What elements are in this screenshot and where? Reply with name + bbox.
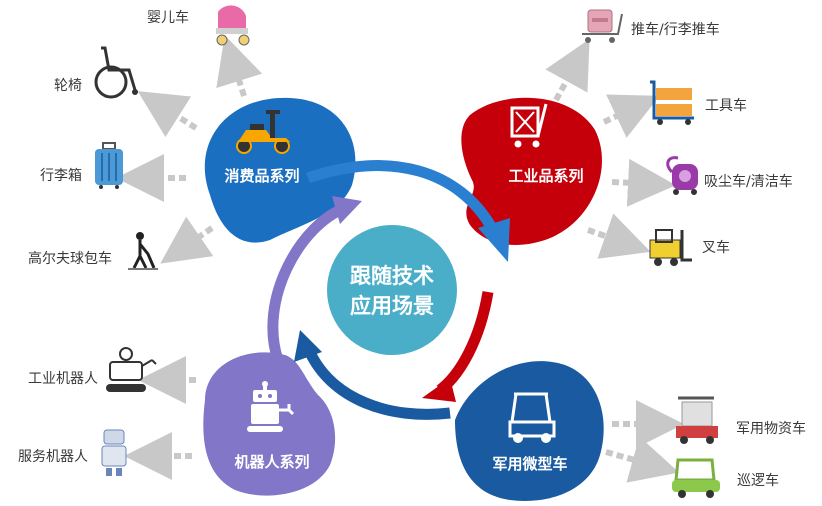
item-service-robot: 服务机器人 xyxy=(18,429,127,476)
forklift-icon xyxy=(649,229,692,266)
category-robot: 机器人系列 xyxy=(203,352,336,496)
item-industrial-robot: 工业机器人 xyxy=(28,347,157,392)
item-vacuum: 吸尘车/清洁车 xyxy=(666,156,793,195)
item-industrial-robot-label: 工业机器人 xyxy=(28,371,98,387)
item-trolley-label: 推车/行李推车 xyxy=(631,21,720,38)
cycle-arrow-blue xyxy=(306,160,498,233)
item-service-robot-label: 服务机器人 xyxy=(18,449,88,465)
category-military-label: 军用微型车 xyxy=(492,455,567,473)
wheelchair-icon xyxy=(94,46,138,99)
item-golf-trolley: 高尔夫球包车 xyxy=(28,232,158,270)
pointer-arrows xyxy=(116,35,684,483)
supply-vehicle-icon xyxy=(676,396,718,444)
vacuum-icon xyxy=(666,156,698,195)
item-suitcase: 行李箱 xyxy=(40,142,123,189)
category-consumer: 消费品系列 xyxy=(204,97,356,243)
scooter-icon xyxy=(236,110,290,154)
golfer-icon xyxy=(128,232,158,270)
category-industrial-label: 工业品系列 xyxy=(508,167,583,185)
item-patrol-vehicle: 巡逻车 xyxy=(672,458,779,498)
category-industrial: 工业品系列 xyxy=(461,97,602,245)
industrial-robot-icon xyxy=(106,347,157,392)
cycle-arrow-darkblue xyxy=(302,345,451,420)
item-supply-vehicle-label: 军用物资车 xyxy=(736,420,806,437)
item-supply-vehicle: 军用物资车 xyxy=(676,396,806,444)
category-military: 军用微型车 xyxy=(455,361,604,501)
suitcase-icon xyxy=(95,142,123,189)
item-tool-cart-label: 工具车 xyxy=(705,97,747,114)
item-suitcase-label: 行李箱 xyxy=(40,168,82,184)
luggage-cart-icon xyxy=(582,9,623,43)
patrol-vehicle-icon xyxy=(672,458,720,498)
item-golf-trolley-label: 高尔夫球包车 xyxy=(28,250,112,267)
stroller-icon xyxy=(216,5,250,46)
item-wheelchair-label: 轮椅 xyxy=(54,78,82,94)
item-stroller-label: 婴儿车 xyxy=(147,9,189,26)
item-forklift: 叉车 xyxy=(649,229,730,266)
tool-cart-icon xyxy=(650,80,694,125)
item-vacuum-label: 吸尘车/清洁车 xyxy=(704,173,793,190)
item-wheelchair: 轮椅 xyxy=(54,46,138,99)
item-trolley: 推车/行李推车 xyxy=(582,9,720,43)
item-patrol-vehicle-label: 巡逻车 xyxy=(737,472,779,489)
center-line-2: 应用场景 xyxy=(350,294,434,318)
cart-icon xyxy=(510,103,548,148)
robot-icon xyxy=(247,381,295,432)
center-line-1: 跟随技术 xyxy=(350,264,434,288)
service-robot-icon xyxy=(101,429,127,476)
golf-cart-icon xyxy=(508,392,556,443)
cycle-arrow-purple xyxy=(267,202,348,362)
center-circle xyxy=(327,225,457,355)
item-tool-cart: 工具车 xyxy=(650,80,747,125)
category-robot-label: 机器人系列 xyxy=(234,453,309,471)
category-consumer-label: 消费品系列 xyxy=(224,167,299,185)
item-forklift-label: 叉车 xyxy=(702,239,730,256)
item-stroller: 婴儿车 xyxy=(147,5,250,46)
